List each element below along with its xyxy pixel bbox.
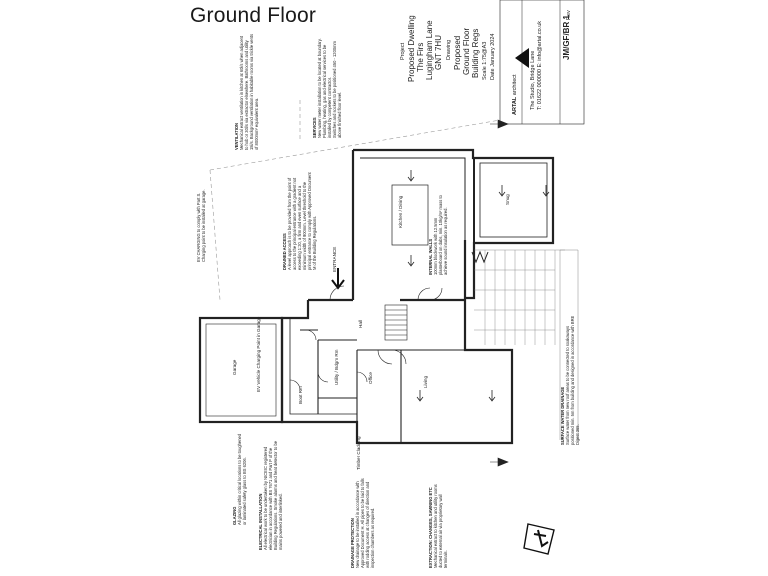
project-line-1: Proposed Dwelling — [407, 15, 416, 82]
note-surface-text: Surface water from new roof areas to be … — [565, 315, 580, 445]
patio — [474, 249, 565, 345]
note-internal-text: 100mm blockwork with 12.5mm plasterboard… — [433, 195, 448, 275]
north-arrow-icon — [523, 523, 555, 555]
note-drainage-text: New drainage to be installed in accordan… — [355, 478, 375, 568]
entrance-arrow — [331, 268, 345, 290]
note-electrical: ELECTRICAL INSTALLATION All electrical w… — [258, 440, 283, 550]
project-line-2: The Firs — [416, 42, 425, 72]
wall-kitchen-inner — [360, 157, 466, 240]
note-glazing-text: All glazing within critical locations to… — [237, 433, 247, 525]
project-line-3: Lugingham Lane — [425, 20, 434, 80]
note-boundary: EV CHARGING to comply with Part S. Charg… — [196, 182, 206, 262]
note-switches-text: Switches and sockets to be positioned 45… — [332, 41, 342, 138]
drawing-line-1: Proposed — [453, 35, 462, 70]
title-block-frame — [499, 0, 585, 125]
wall-snug — [473, 157, 554, 244]
room-label-utility: Utility / Bdgm Rm — [334, 349, 339, 385]
project-line-4: GNT 7HU — [434, 35, 443, 70]
note-extraction: EXTRACTION: CHANGES, SAWNING ETC Mechani… — [428, 483, 448, 568]
room-label-snug: Snug — [505, 194, 510, 205]
label-timber-cladding: Timber Cladding — [356, 436, 361, 470]
note-services-text: New water meter installation to be locat… — [317, 38, 332, 138]
note-ventilation-text: Mechanical extract ventilation in kitche… — [239, 33, 259, 150]
wall-garage — [198, 316, 284, 424]
note-drained-text: A level approach is to be provided from … — [287, 172, 317, 270]
section-markers — [490, 119, 509, 467]
door-hall — [417, 287, 431, 301]
room-label-hall: Hall — [358, 320, 363, 328]
firm-name: ARTAL architect — [512, 74, 518, 115]
room-label-garage: Garage — [232, 359, 237, 375]
scale-text: Scale 1:75@A3 — [482, 41, 488, 80]
label-entrance: ENTRANCE — [332, 246, 337, 272]
page-title: Ground Floor — [190, 4, 317, 27]
note-ventilation: VENTILATION Mechanical extract ventilati… — [234, 32, 259, 150]
firm-address-2: T: 01622 000000 E: info@artal.co.uk — [537, 20, 543, 110]
door-utility — [317, 371, 329, 383]
site-boundary — [209, 100, 501, 301]
rev-label: Rev — [566, 10, 572, 20]
firm-address-1: The Studio, Bridge Lane — [530, 50, 536, 110]
date-text: Date January 2024 — [490, 33, 496, 80]
firm-prefix: ARTAL — [512, 96, 518, 115]
label-ev-charge: EV Vehicle Charging Point in Garage — [256, 316, 261, 392]
room-label-kitchen: Kitchen / Dining — [398, 195, 403, 228]
note-extraction-text: Mechanical extract to kitchen and utilit… — [433, 484, 448, 568]
room-label-living: Living — [423, 375, 428, 388]
door-entrance — [329, 285, 345, 301]
note-drained-access: DRAINED ACCESS A level approach is to be… — [282, 170, 317, 270]
wall-kitchen-block — [353, 148, 555, 300]
note-glazing: GLAZING All glazing within critical loca… — [232, 433, 247, 525]
project-label: Project — [400, 42, 406, 60]
door-boot — [289, 379, 301, 391]
note-electrical-text: All electrical work to be undertaken by … — [263, 440, 283, 550]
stair — [384, 304, 408, 341]
drawing-line-2: Ground Floor — [462, 27, 471, 75]
room-label-boot: Boot Rm — [298, 386, 303, 404]
note-surface-water: SURFACE WATER DRAINAGE Surface water fro… — [560, 315, 580, 445]
artal-logo-icon — [515, 48, 529, 68]
drawing-number: JM/GF/BR 1 — [562, 15, 571, 60]
note-internal-walls: INTERNAL WALLS 100mm blockwork with 12.5… — [428, 195, 448, 275]
note-boundary-text: EV CHARGING to comply with Part S. Charg… — [196, 189, 206, 262]
note-drainage: DRAINAGE PROTECTION New drainage to be i… — [350, 473, 375, 568]
kitchen-island — [391, 184, 429, 246]
door-living — [377, 349, 393, 365]
door-office — [356, 371, 368, 383]
drawing-line-3: Building Regs — [471, 28, 480, 78]
drawing-label: Drawing — [446, 39, 452, 60]
firm-suffix: architect — [512, 74, 518, 96]
note-services: SERVICES New water meter installation to… — [312, 38, 342, 138]
wall-lower-wing — [280, 298, 514, 445]
room-label-office: Office — [368, 372, 373, 384]
